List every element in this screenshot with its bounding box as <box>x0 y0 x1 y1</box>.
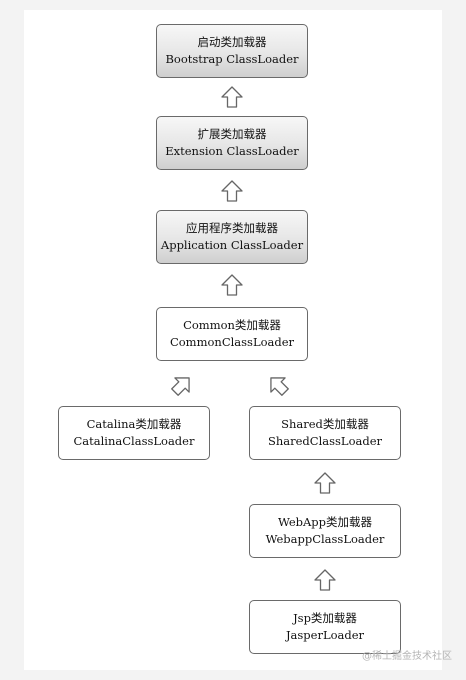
catalina-en-label: CatalinaClassLoader <box>73 434 195 448</box>
shared-classloader-box: Shared类加载器 SharedClassLoader <box>249 406 401 460</box>
webapp-en-label: WebappClassLoader <box>265 532 385 546</box>
common-en-label: CommonClassLoader <box>169 335 295 349</box>
common-cn-label: Common类加载器 <box>183 318 281 332</box>
application-classloader-box: 应用程序类加载器 Application ClassLoader <box>156 210 308 264</box>
diagram-canvas: 启动类加载器 Bootstrap ClassLoader 扩展类加载器 Exte… <box>24 10 442 670</box>
shared-en-label: SharedClassLoader <box>267 434 383 448</box>
jsp-cn-label: Jsp类加载器 <box>293 611 357 625</box>
application-cn-label: 应用程序类加载器 <box>186 221 278 235</box>
extension-en-label: Extension ClassLoader <box>165 144 299 158</box>
catalina-cn-label: Catalina类加载器 <box>86 417 182 431</box>
up-arrow-icon <box>221 274 243 296</box>
bootstrap-cn-label: 启动类加载器 <box>197 35 267 49</box>
bootstrap-classloader-box: 启动类加载器 Bootstrap ClassLoader <box>156 24 308 78</box>
bootstrap-en-label: Bootstrap ClassLoader <box>165 52 299 66</box>
up-arrow-icon <box>221 86 243 108</box>
webapp-cn-label: WebApp类加载器 <box>277 515 373 529</box>
extension-cn-label: 扩展类加载器 <box>197 127 267 141</box>
application-en-label: Application ClassLoader <box>160 238 304 252</box>
up-arrow-icon <box>314 472 336 494</box>
shared-cn-label: Shared类加载器 <box>281 417 369 431</box>
diagonal-up-left-arrow-icon <box>262 369 293 400</box>
catalina-classloader-box: Catalina类加载器 CatalinaClassLoader <box>58 406 210 460</box>
jsp-classloader-box: Jsp类加载器 JasperLoader <box>249 600 401 654</box>
webapp-classloader-box: WebApp类加载器 WebappClassLoader <box>249 504 401 558</box>
up-arrow-icon <box>314 569 336 591</box>
up-arrow-icon <box>221 180 243 202</box>
jsp-en-label: JasperLoader <box>285 628 365 642</box>
extension-classloader-box: 扩展类加载器 Extension ClassLoader <box>156 116 308 170</box>
common-classloader-box: Common类加载器 CommonClassLoader <box>156 307 308 361</box>
watermark: @稀土掘金技术社区 <box>362 651 452 662</box>
diagonal-up-right-arrow-icon <box>166 369 197 400</box>
